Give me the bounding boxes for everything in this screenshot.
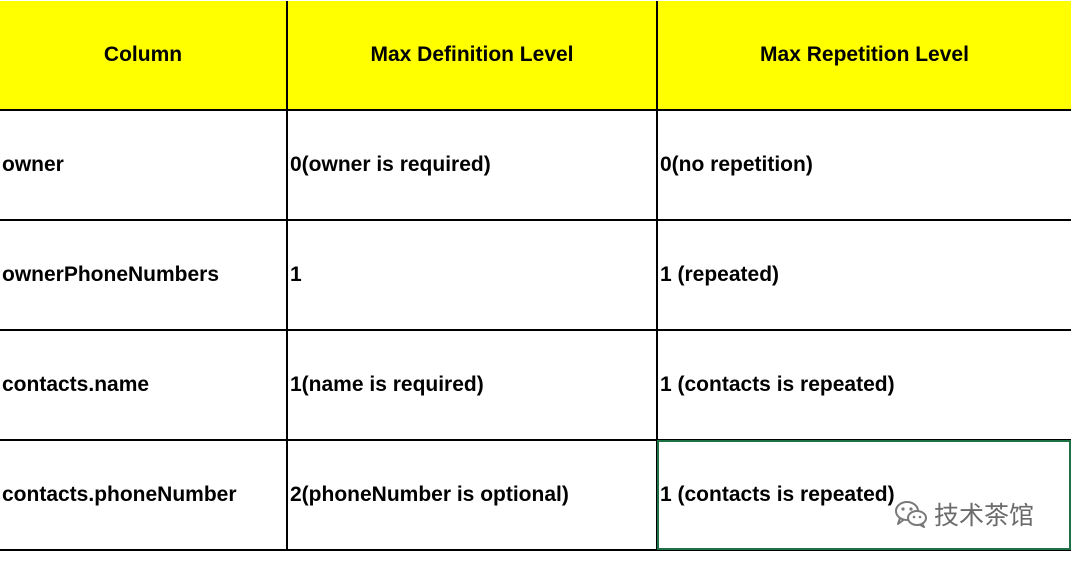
header-row: Column Max Definition Level Max Repetiti… [0, 1, 1071, 111]
cell-max-definition-level[interactable]: 2(phoneNumber is optional) [286, 439, 658, 551]
table-row: contacts.phoneNumber 2(phoneNumber is op… [0, 439, 1071, 551]
cell-column[interactable]: contacts.name [0, 329, 288, 441]
cell-column[interactable]: ownerPhoneNumbers [0, 219, 288, 331]
header-max-definition-level[interactable]: Max Definition Level [286, 1, 658, 111]
table-row: contacts.name 1(name is required) 1 (con… [0, 329, 1071, 441]
cell-max-repetition-level[interactable]: 0(no repetition) [656, 109, 1071, 221]
table-row: owner 0(owner is required) 0(no repetiti… [0, 109, 1071, 221]
cell-column[interactable]: contacts.phoneNumber [0, 439, 288, 551]
header-max-repetition-level[interactable]: Max Repetition Level [656, 1, 1071, 111]
cell-max-repetition-level[interactable]: 1 (repeated) [656, 219, 1071, 331]
header-column[interactable]: Column [0, 1, 288, 111]
cell-column[interactable]: owner [0, 109, 288, 221]
definition-repetition-table: Column Max Definition Level Max Repetiti… [0, 1, 1071, 551]
selected-cell-max-repetition-level[interactable]: 1 (contacts is repeated) [656, 439, 1071, 551]
cell-max-definition-level[interactable]: 0(owner is required) [286, 109, 658, 221]
cell-max-repetition-level[interactable]: 1 (contacts is repeated) [656, 329, 1071, 441]
table-row: ownerPhoneNumbers 1 1 (repeated) [0, 219, 1071, 331]
cell-max-definition-level[interactable]: 1 [286, 219, 658, 331]
cell-max-definition-level[interactable]: 1(name is required) [286, 329, 658, 441]
